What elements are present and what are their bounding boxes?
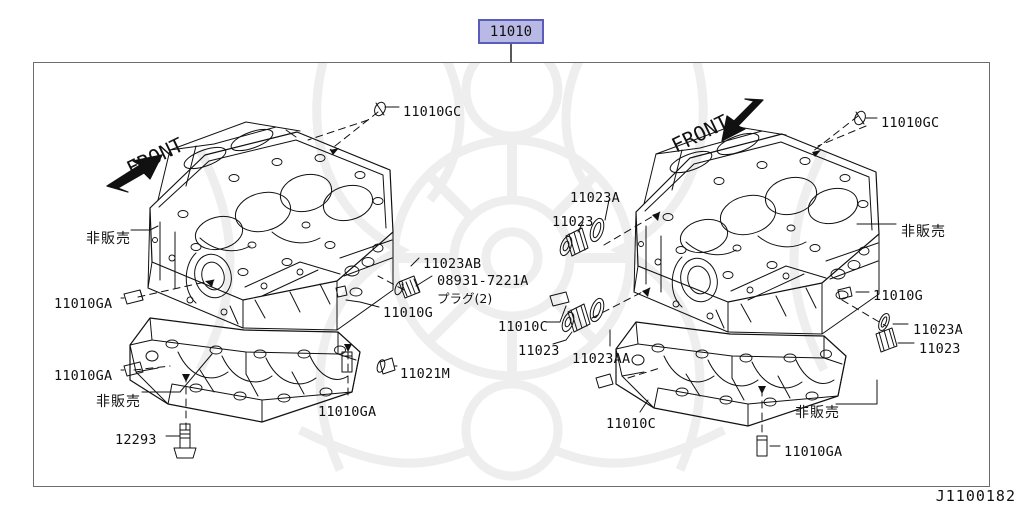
- front-label-right: FRONT: [668, 110, 733, 158]
- callout-l-08931[interactable]: 08931-7221A: [437, 273, 529, 289]
- callout-l-plug[interactable]: プラグ(2): [437, 291, 493, 306]
- callout-r-11010ga[interactable]: 11010GA: [784, 444, 843, 460]
- callout-l-11021m[interactable]: 11021M: [400, 366, 450, 382]
- diagram-frame: [33, 62, 990, 487]
- callout-c-11010c-2[interactable]: 11010C: [606, 416, 656, 432]
- callout-l-11010gc[interactable]: 11010GC: [403, 104, 462, 120]
- callout-r-11010g[interactable]: 11010G: [873, 288, 923, 304]
- part-number-title-box[interactable]: 11010: [478, 19, 544, 44]
- callout-c-11023a[interactable]: 11023A: [570, 190, 620, 206]
- callout-l-11010ga-2[interactable]: 11010GA: [54, 368, 113, 384]
- callout-r-nonsale-1[interactable]: 非販売: [901, 224, 946, 240]
- figure-id: J1100182: [935, 487, 1016, 505]
- callout-c-11010c-1[interactable]: 11010C: [498, 319, 548, 335]
- callout-r-nonsale-2[interactable]: 非販売: [795, 405, 840, 421]
- callout-l-nonsale-1[interactable]: 非販売: [86, 231, 131, 247]
- front-label-left: FRONT: [123, 133, 188, 181]
- callout-l-11010ga-1[interactable]: 11010GA: [54, 296, 113, 312]
- callout-r-11023a[interactable]: 11023A: [913, 322, 963, 338]
- callout-r-11023[interactable]: 11023: [919, 341, 961, 357]
- callout-r-11010gc[interactable]: 11010GC: [881, 115, 940, 131]
- callout-c-11023aa[interactable]: 11023AA: [572, 351, 631, 367]
- callout-c-11023-2[interactable]: 11023: [518, 343, 560, 359]
- callout-l-11023ab[interactable]: 11023AB: [423, 256, 482, 272]
- callout-l-11010ga-3[interactable]: 11010GA: [318, 404, 377, 420]
- callout-l-12293[interactable]: 12293: [115, 432, 157, 448]
- callout-l-11010g[interactable]: 11010G: [383, 305, 433, 321]
- callout-l-nonsale-2[interactable]: 非販売: [96, 394, 141, 410]
- callout-c-11023-1[interactable]: 11023: [552, 214, 594, 230]
